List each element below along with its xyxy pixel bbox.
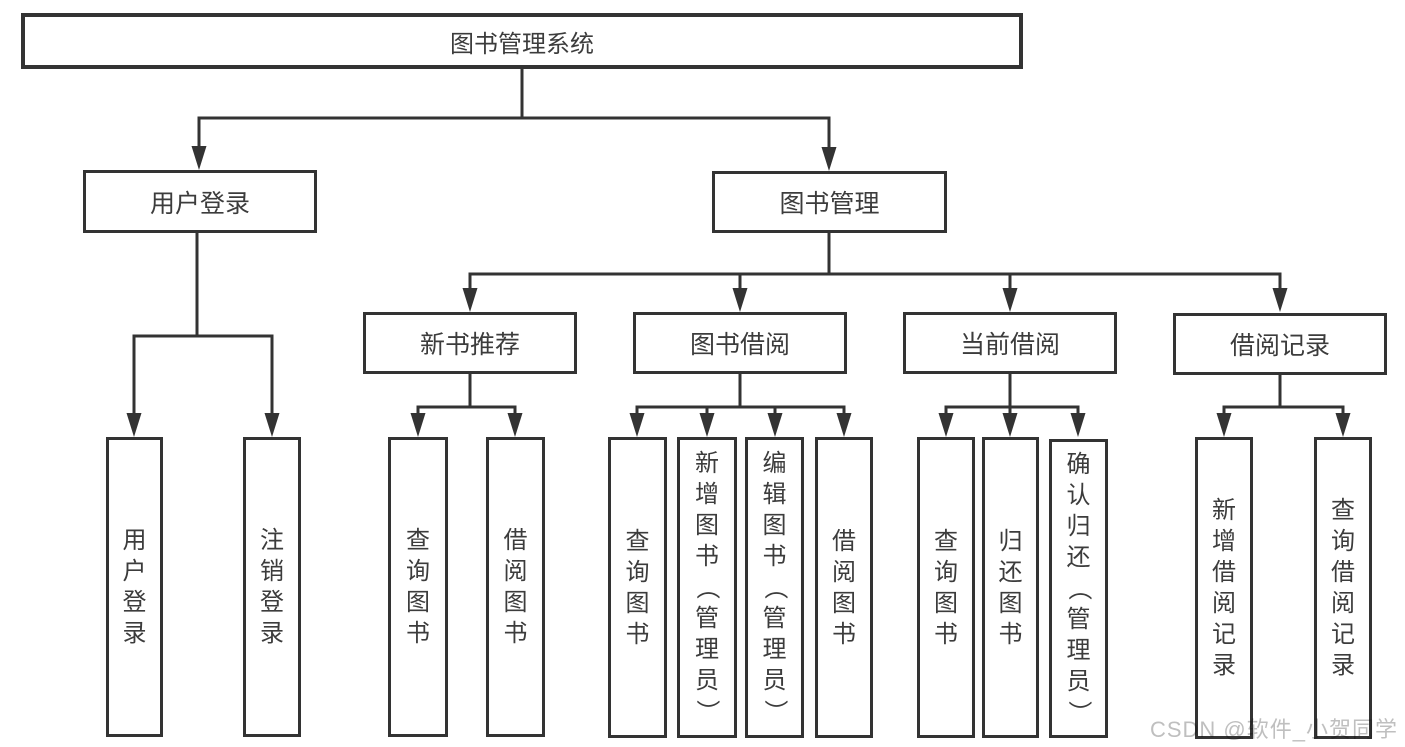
- leaf-add-borrow-record: 新增借阅记录: [1195, 437, 1253, 739]
- arrowhead: [126, 413, 142, 437]
- watermark-text: CSDN @软件_小贺同学: [1149, 717, 1398, 742]
- arrowhead: [699, 413, 715, 437]
- leaf-return-book: 归还图书: [982, 437, 1039, 738]
- leaf-borrow-books: 借阅图书: [815, 437, 873, 738]
- arrowhead: [629, 413, 645, 437]
- leaf-add-book-admin: 新增图书（管理员）: [677, 437, 737, 738]
- arrowhead: [1002, 288, 1018, 312]
- leaf-logout: 注销登录: [243, 437, 301, 737]
- arrowhead: [1070, 413, 1086, 437]
- arrowhead: [767, 413, 783, 437]
- node-borrowing-records: 借阅记录: [1173, 313, 1387, 375]
- arrowhead: [938, 413, 954, 437]
- leaf-confirm-return-admin: 确认归还（管理员）: [1049, 439, 1108, 738]
- node-library-management-system: 图书管理系统: [21, 13, 1023, 69]
- arrowhead: [836, 413, 852, 437]
- connector-book-mgmt-to-level3: [468, 233, 1282, 292]
- connector-borrow-records-to-leaves: [1222, 374, 1345, 417]
- node-new-book-recommendation: 新书推荐: [363, 312, 577, 374]
- arrowhead: [732, 288, 748, 312]
- arrowhead: [821, 147, 837, 171]
- leaf-borrow-books-recommend: 借阅图书: [486, 437, 545, 737]
- arrowhead: [1335, 413, 1351, 437]
- connector-book-borrow-to-leaves: [635, 374, 846, 417]
- leaf-query-books-current: 查询图书: [917, 437, 975, 738]
- leaf-query-books-recommend: 查询图书: [388, 437, 448, 737]
- arrowhead: [1002, 413, 1018, 437]
- arrowhead: [507, 413, 523, 437]
- node-book-borrowing: 图书借阅: [633, 312, 847, 374]
- node-current-borrowing: 当前借阅: [903, 312, 1117, 374]
- connector-user-login-to-leaves: [132, 233, 274, 417]
- arrowhead: [1216, 413, 1232, 437]
- connector-current-borrow-to-leaves: [944, 374, 1080, 417]
- leaf-user-login: 用户登录: [106, 437, 163, 737]
- arrowhead: [410, 413, 426, 437]
- leaf-query-books-borrow: 查询图书: [608, 437, 667, 738]
- node-user-login: 用户登录: [83, 170, 317, 233]
- arrowhead: [1272, 288, 1288, 312]
- connector-new-book-to-leaves: [416, 374, 517, 417]
- leaf-query-borrow-record: 查询借阅记录: [1314, 437, 1372, 739]
- arrowhead: [462, 288, 478, 312]
- connector-root-to-level2: [197, 69, 831, 151]
- node-book-management: 图书管理: [712, 171, 947, 233]
- arrowhead: [191, 146, 207, 170]
- arrowhead: [264, 413, 280, 437]
- leaf-edit-book-admin: 编辑图书（管理员）: [745, 437, 804, 738]
